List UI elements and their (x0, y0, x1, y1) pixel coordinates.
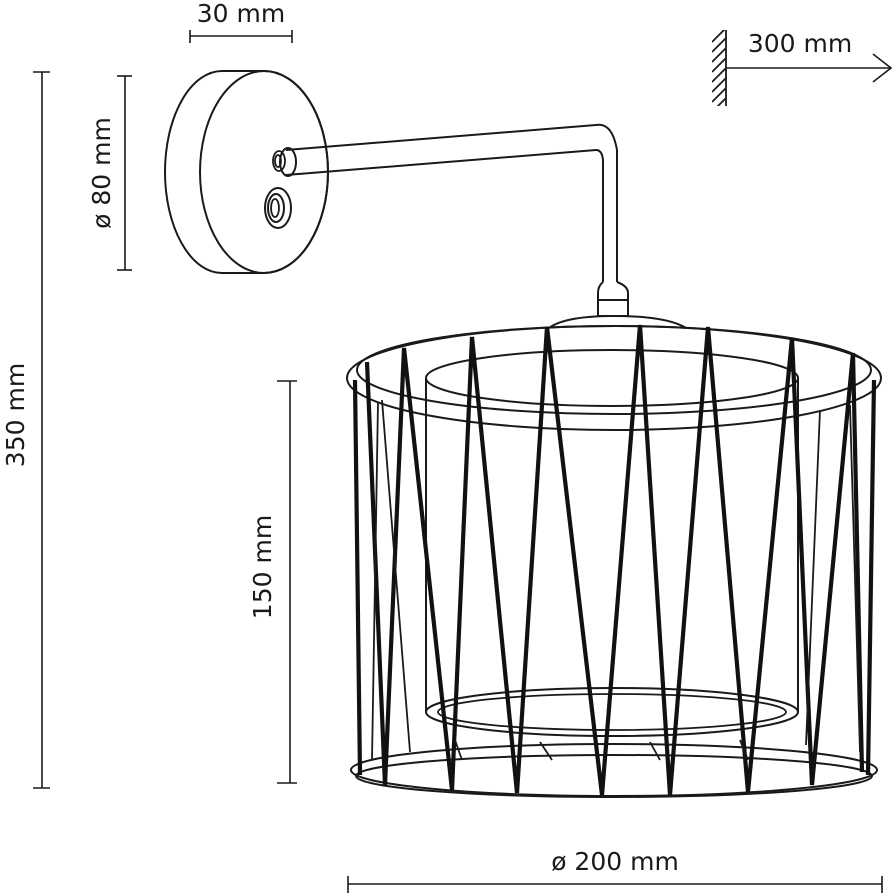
mount-diameter-label: ø 80 mm (87, 117, 116, 229)
arm (272, 123, 687, 329)
shade-height-label: 150 mm (248, 515, 277, 619)
wall-distance-dimension: 300 mm (712, 29, 893, 106)
lamp-shade (346, 324, 882, 798)
mount-diameter-dimension: ø 80 mm (87, 75, 132, 271)
total-height-label: 350 mm (1, 363, 30, 467)
mount-depth-label: 30 mm (197, 0, 285, 28)
arrow-right-icon (872, 53, 893, 83)
shade-diameter-dimension: ø 200 mm (347, 847, 883, 893)
shade-diameter-label: ø 200 mm (551, 847, 679, 876)
total-height-dimension: 350 mm (1, 71, 50, 789)
shade-height-dimension: 150 mm (248, 380, 297, 784)
wire-cage (352, 324, 877, 796)
switch-knob (264, 187, 292, 229)
wall-hatch-icon (712, 30, 727, 106)
mount-depth-dimension: 30 mm (189, 0, 293, 43)
cage-bottom-ring (350, 743, 878, 797)
wall-mount (164, 70, 329, 274)
wall-distance-label: 300 mm (748, 29, 852, 58)
